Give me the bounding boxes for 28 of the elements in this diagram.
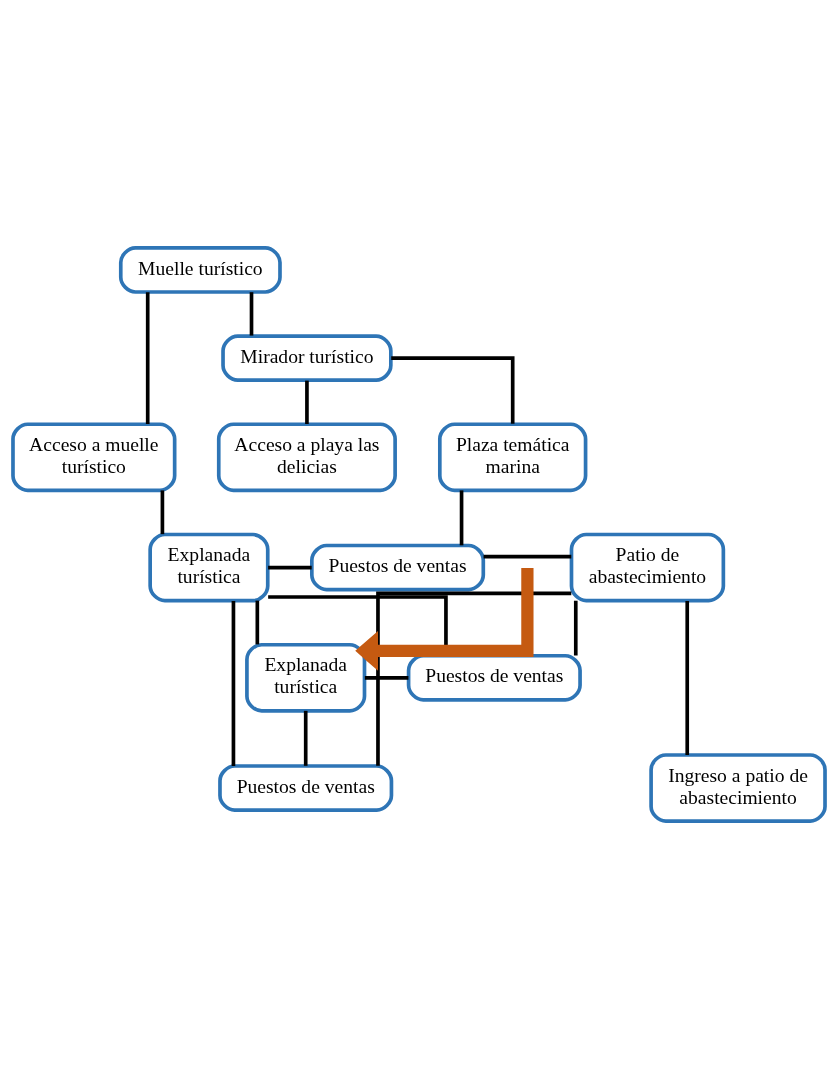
node-box: Patio de abastecimiento: [569, 532, 726, 602]
connector: [376, 590, 572, 766]
connector: [255, 600, 260, 644]
node-box: Ingreso a patio de abastecimiento: [649, 752, 827, 823]
connector: [268, 565, 312, 569]
connector: [573, 600, 578, 655]
node-box: Acceso a muelle turístico: [11, 421, 177, 492]
connector: [685, 600, 690, 755]
node-box: Mirador turístico: [221, 333, 393, 382]
node-box: Puestos de ventas: [406, 653, 582, 702]
node-box: Explanada turística: [148, 532, 270, 602]
connector: [391, 355, 515, 424]
node-box: Puestos de ventas: [218, 763, 394, 812]
node-box: Muelle turístico: [118, 245, 282, 294]
connector: [303, 710, 308, 766]
connector: [483, 554, 572, 558]
node-box: Acceso a playa las delicias: [216, 421, 397, 492]
arrow: [355, 567, 534, 671]
connector: [249, 291, 254, 336]
node-box: Plaza temática marina: [438, 421, 588, 492]
connector: [160, 489, 165, 534]
connector: [145, 291, 150, 424]
connector: [364, 675, 409, 680]
node-box: Explanada turística: [245, 642, 367, 713]
connector: [305, 380, 309, 424]
connector: [459, 489, 464, 545]
connector: [231, 600, 236, 766]
node-box: Puestos de ventas: [310, 543, 486, 591]
